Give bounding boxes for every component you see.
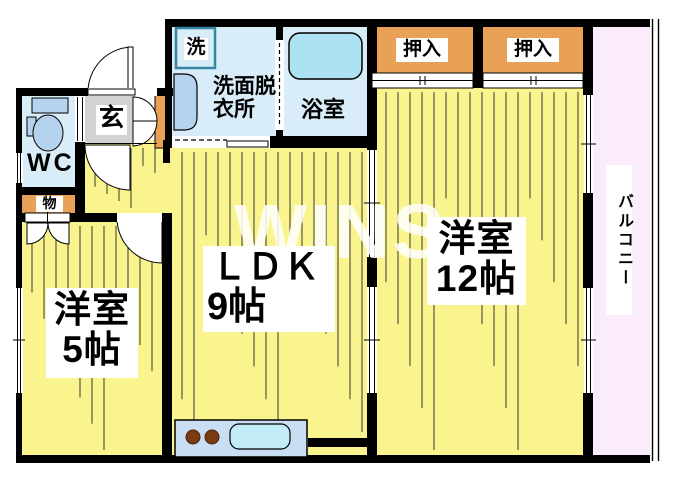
front-door-swing [87,46,134,93]
storage-door-right-swing [47,222,70,245]
bathroom-label: 浴室 [301,97,346,122]
front-door-leaf [127,46,134,93]
washer-label: 洗 [184,37,208,60]
hallway-door-swing [84,144,131,191]
washing-machine-icon [174,26,217,70]
washroom-door-panel-b [226,140,269,148]
toilet-window [15,153,23,183]
cabinet-door-lower-swing [132,120,158,147]
kitchen-sink-icon [229,423,291,450]
front-door-closed-leaf [87,88,136,96]
stove-burner-icon [204,429,220,445]
toilet-bowl-icon [32,114,64,152]
closet-left-label: 押入 [396,38,448,62]
stove-burner-icon [185,429,201,445]
balcony-label: バルコニー [606,165,632,315]
storage-label: 物 [36,195,63,212]
openings [13,40,596,393]
washroom-label: 洗面脱衣所 [213,75,276,121]
entrance-label: 玄 [96,105,127,135]
western5-door-opening [117,213,162,222]
toilet-tank-icon [31,97,69,114]
toilet-label: WC [27,149,75,177]
closet-right-label: 押入 [507,38,559,62]
fixtures [26,26,372,458]
toilet-door [75,96,85,142]
cabinet-door-upper-swing [132,96,158,122]
door-swings [26,46,163,264]
bathtub-icon [288,32,363,80]
sink-icon [173,73,198,131]
western5-door-swing [116,217,163,264]
balcony-rail [651,19,660,461]
kitchen-partition [308,438,372,447]
